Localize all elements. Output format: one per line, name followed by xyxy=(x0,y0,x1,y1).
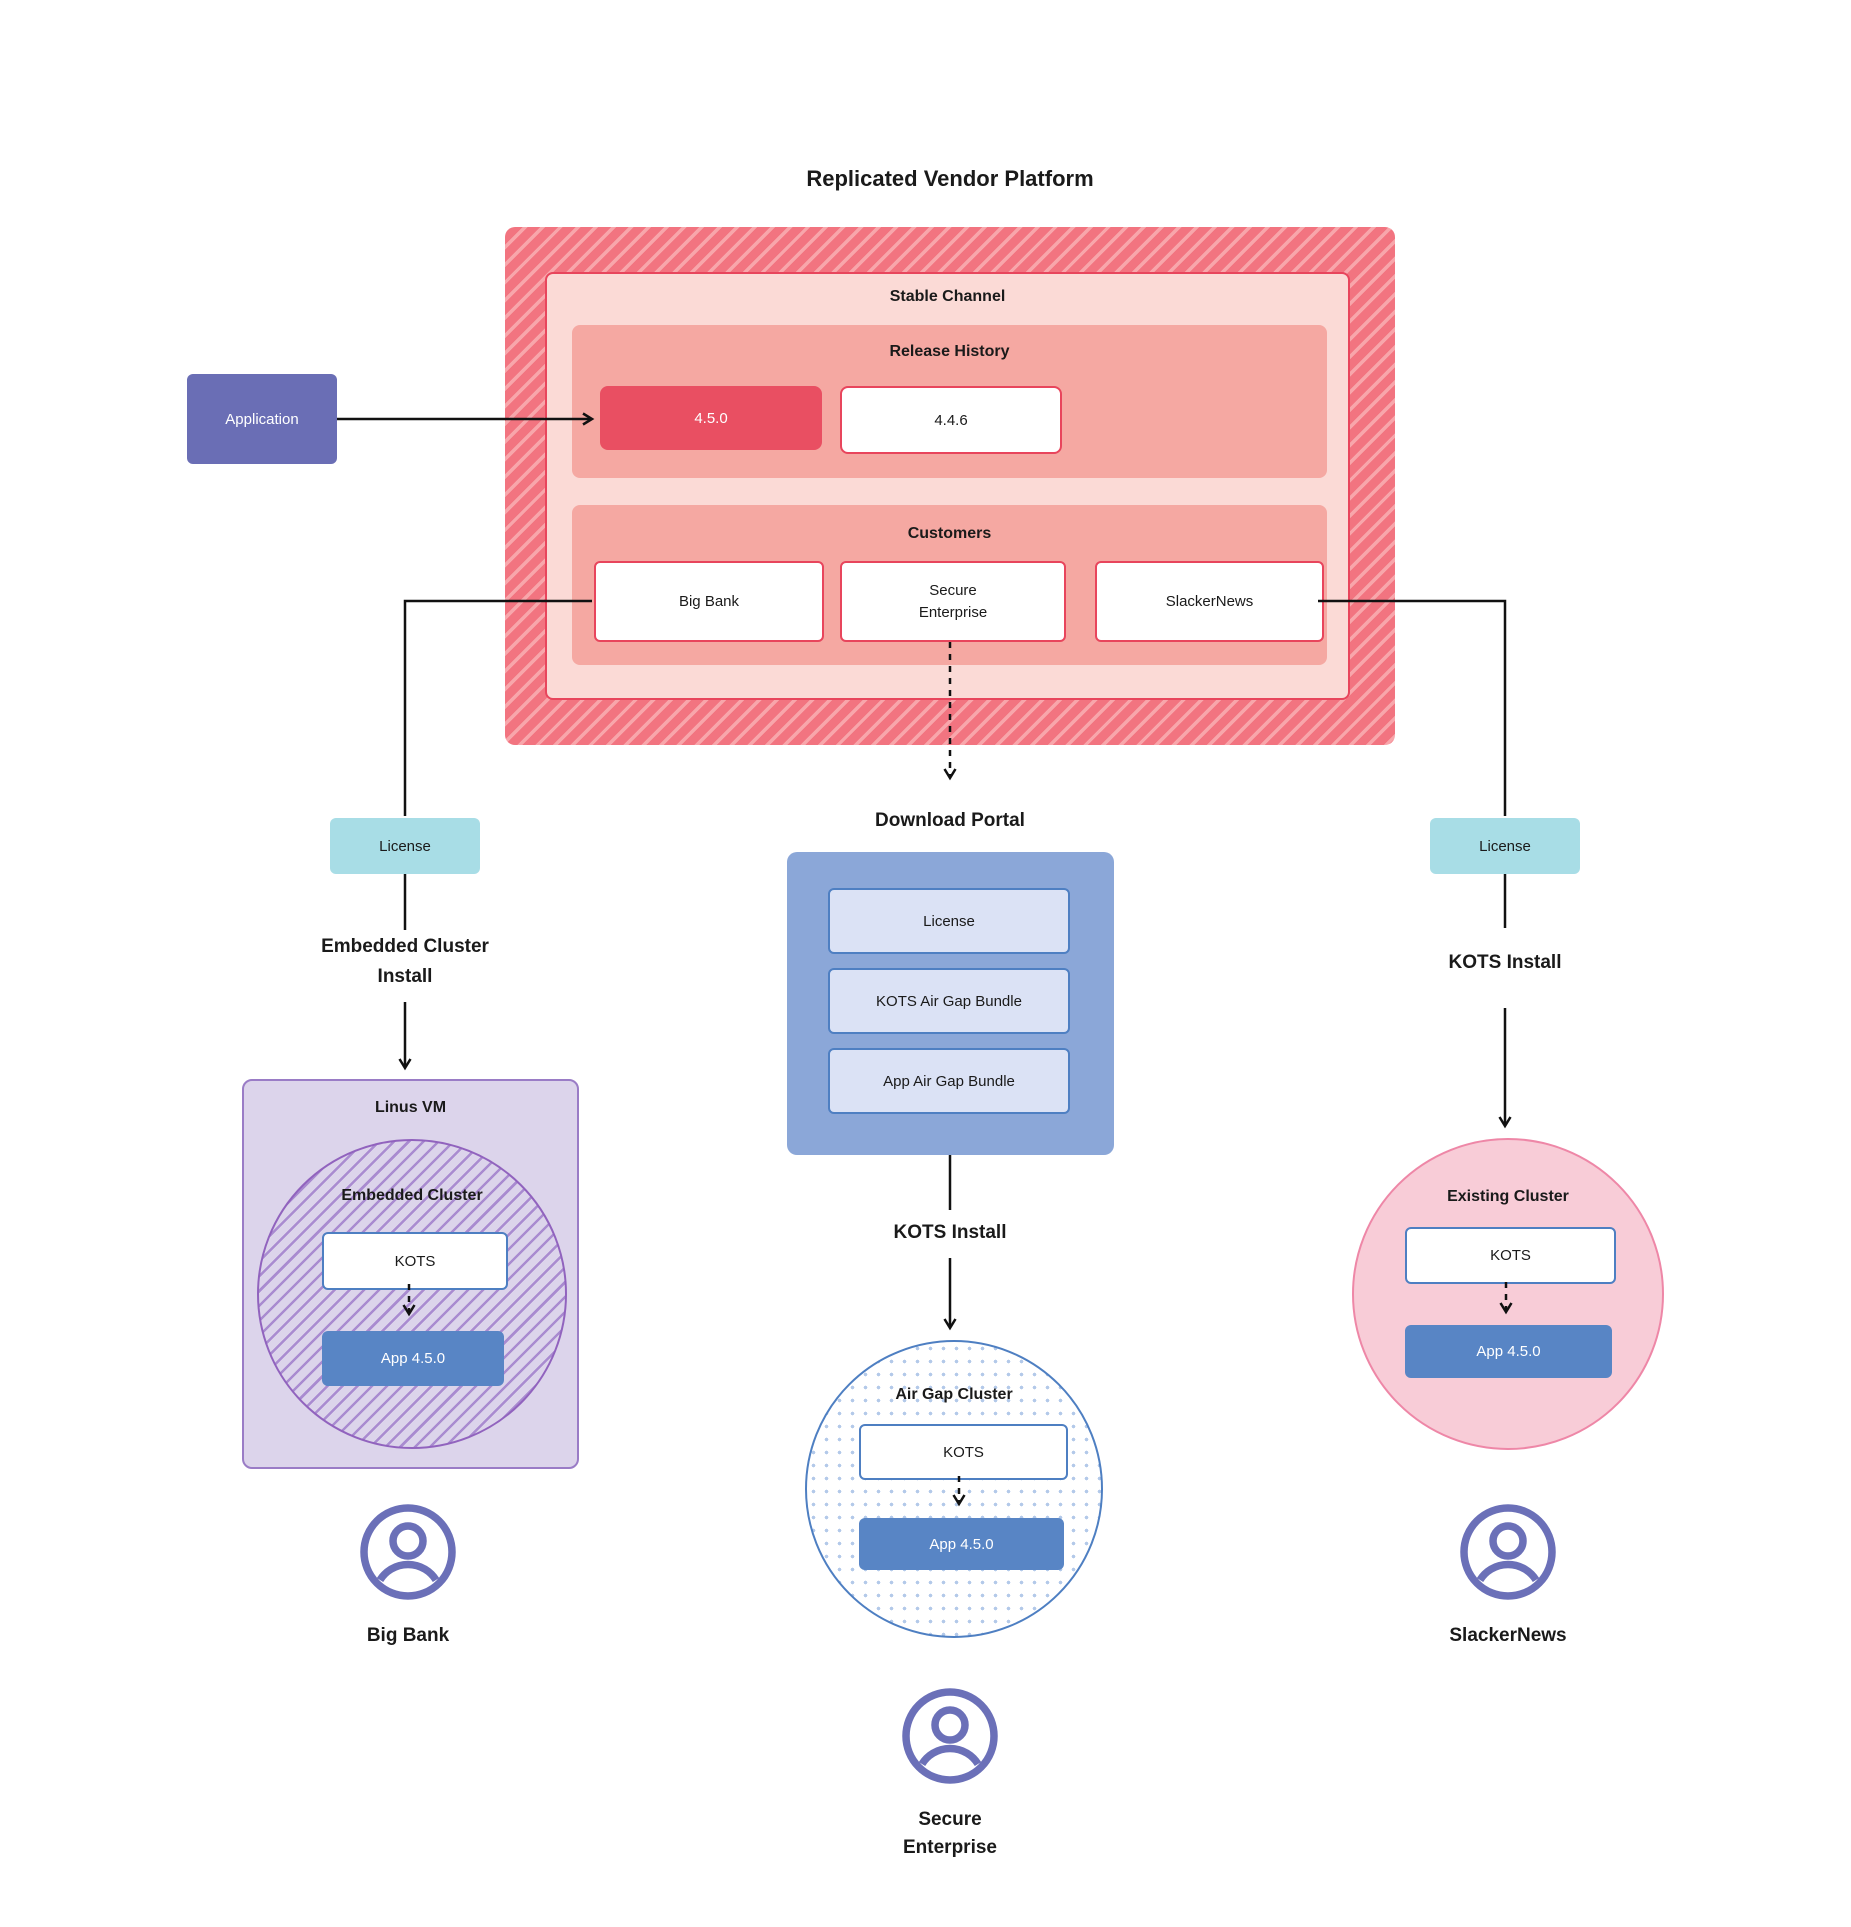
existing-cluster-circle: Existing Cluster KOTS App 4.5.0 xyxy=(1352,1138,1664,1450)
embedded-cluster-install-line1: Embedded Cluster xyxy=(321,936,489,957)
kots-install-label-center: KOTS Install xyxy=(893,1222,1007,1243)
kots-install-label-right: KOTS Install xyxy=(1448,952,1562,973)
app-box-existing: App 4.5.0 xyxy=(1405,1325,1612,1378)
download-portal-title: Download Portal xyxy=(875,810,1025,831)
embedded-cluster-install-label: Embedded Cluster Install xyxy=(295,932,515,992)
user-icon xyxy=(902,1688,998,1784)
air-gap-cluster-circle: Air Gap Cluster KOTS App 4.5.0 xyxy=(805,1340,1103,1638)
license-chip-right: License xyxy=(1430,818,1580,874)
linus-vm-label: Linus VM xyxy=(374,1099,447,1116)
download-portal-box: License KOTS Air Gap Bundle App Air Gap … xyxy=(787,852,1114,1155)
portal-item-app-airgap-bundle: App Air Gap Bundle xyxy=(828,1048,1070,1114)
embedded-cluster-name: Embedded Cluster xyxy=(341,1187,483,1204)
linus-vm-box: Linus VM Embedded Cluster KOTS App 4.5.0 xyxy=(242,1079,579,1469)
app-box-embedded: App 4.5.0 xyxy=(322,1331,504,1386)
customers-label: Customers xyxy=(907,525,992,542)
owner-label-big-bank: Big Bank xyxy=(366,1625,450,1646)
release-node-previous: 4.4.6 xyxy=(840,386,1062,454)
portal-item-kots-airgap-bundle: KOTS Air Gap Bundle xyxy=(828,968,1070,1034)
customers-panel: Customers Big Bank Secure Enterprise Sla… xyxy=(572,505,1327,665)
embedded-cluster-circle: Embedded Cluster KOTS App 4.5.0 xyxy=(257,1139,567,1449)
owner-label-slackernews: SlackerNews xyxy=(1449,1625,1567,1646)
portal-item-license: License xyxy=(828,888,1070,954)
existing-cluster-name: Existing Cluster xyxy=(1447,1188,1569,1205)
stable-channel-label: Stable Channel xyxy=(889,288,1006,305)
user-icon xyxy=(1460,1504,1556,1600)
owner-label-secure-line2: Enterprise xyxy=(903,1837,997,1858)
diagram-title: Replicated Vendor Platform xyxy=(806,166,1094,191)
owner-label-secure-enterprise: Secure Enterprise xyxy=(850,1806,1050,1862)
release-node-current: 4.5.0 xyxy=(600,386,822,450)
release-history-panel: Release History 4.5.0 4.4.6 xyxy=(572,325,1327,478)
customer-box-slackernews: SlackerNews xyxy=(1095,561,1324,642)
customer-box-big-bank: Big Bank xyxy=(594,561,824,642)
air-gap-cluster-name: Air Gap Cluster xyxy=(895,1386,1013,1403)
embedded-cluster-install-line2: Install xyxy=(377,966,433,987)
customer-box-secure-enterprise: Secure Enterprise xyxy=(840,561,1066,642)
kots-box-airgap: KOTS xyxy=(859,1424,1068,1480)
kots-box-embedded: KOTS xyxy=(322,1232,508,1290)
owner-label-secure-line1: Secure xyxy=(918,1809,982,1830)
customer-box-secure-enterprise-label: Secure Enterprise xyxy=(918,581,988,621)
vendor-platform-box: Stable Channel Release History 4.5.0 4.4… xyxy=(505,227,1395,745)
kots-box-existing: KOTS xyxy=(1405,1227,1616,1284)
license-chip-left: License xyxy=(330,818,480,874)
app-box-airgap: App 4.5.0 xyxy=(859,1518,1064,1570)
stable-channel-box: Stable Channel Release History 4.5.0 4.4… xyxy=(545,272,1350,700)
application-node: Application xyxy=(187,374,337,464)
user-icon xyxy=(360,1504,456,1600)
release-history-label: Release History xyxy=(889,343,1010,360)
